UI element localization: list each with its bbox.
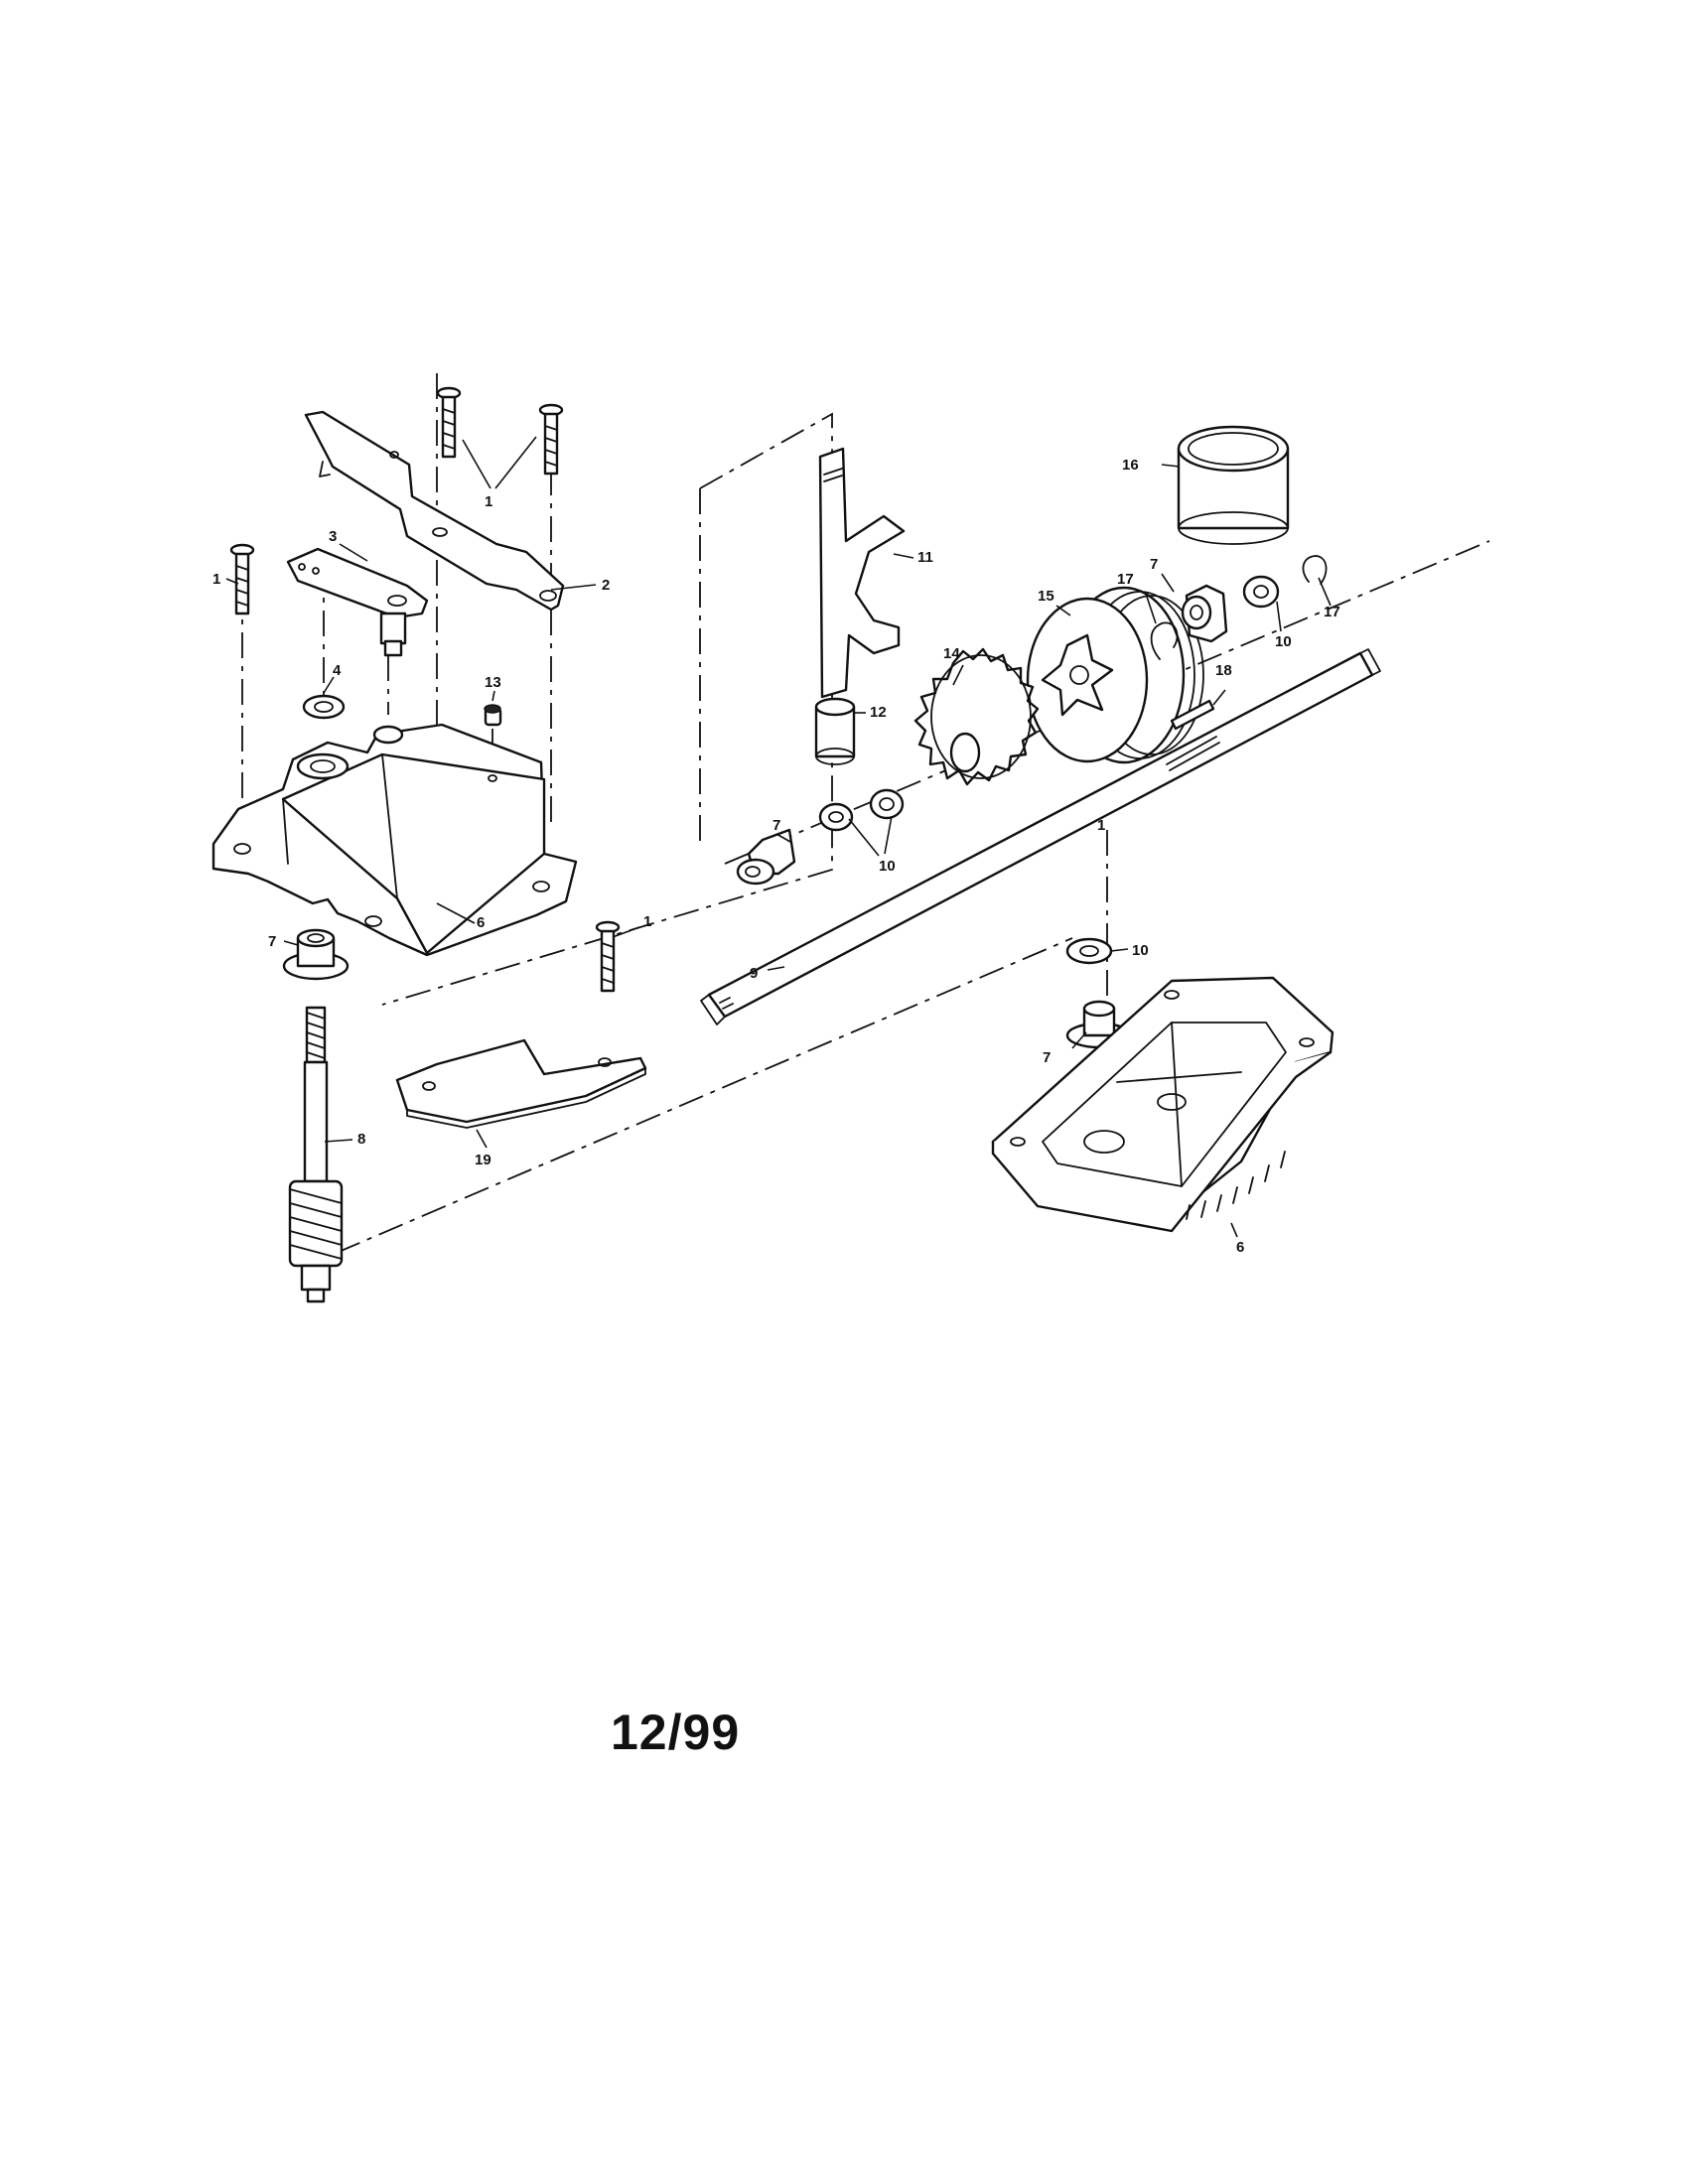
main-shaft-9 xyxy=(700,648,1381,1025)
callout-13: 13 xyxy=(485,674,501,691)
callout-10-right: 10 xyxy=(1275,633,1292,650)
callout-6-lower: 6 xyxy=(1236,1239,1244,1256)
retaining-rings-17 xyxy=(1150,555,1328,660)
callout-17-right: 17 xyxy=(1324,604,1340,620)
callout-17-left: 17 xyxy=(1117,571,1134,588)
callout-labels: 1 1 1 1 2 3 4 13 6 6 7 7 7 7 8 9 10 10 1… xyxy=(212,457,1340,1256)
screw-lower xyxy=(595,920,621,993)
screw-left xyxy=(229,543,255,615)
callout-11: 11 xyxy=(917,549,933,566)
callout-6-upper: 6 xyxy=(477,914,485,931)
gear-case-lower xyxy=(991,976,1334,1233)
callout-1-left: 1 xyxy=(212,571,220,588)
gear-14 xyxy=(913,647,1040,786)
plug-13 xyxy=(484,704,502,727)
callout-10-lower: 10 xyxy=(1132,942,1149,959)
clutch-15 xyxy=(1026,586,1204,764)
leader-lines xyxy=(225,436,1332,1238)
bushings-7 xyxy=(736,584,1228,1049)
spacer-12 xyxy=(814,697,856,765)
callout-16: 16 xyxy=(1122,457,1139,474)
callout-8: 8 xyxy=(357,1131,365,1148)
callout-19: 19 xyxy=(475,1152,491,1168)
callout-7-shaft: 7 xyxy=(772,817,780,834)
washers-10 xyxy=(818,575,1280,965)
callout-1-top: 1 xyxy=(485,493,492,510)
bushing-7-left xyxy=(282,928,350,981)
callout-7-left: 7 xyxy=(268,933,276,950)
callout-1-shaft: 1 xyxy=(1097,817,1105,834)
callout-14: 14 xyxy=(943,645,960,662)
callout-3: 3 xyxy=(329,528,337,545)
shift-lever xyxy=(286,547,429,657)
shift-fork xyxy=(818,447,906,699)
callout-7-right: 7 xyxy=(1150,556,1158,573)
callout-15: 15 xyxy=(1038,588,1054,605)
screw-top-a xyxy=(436,386,462,459)
date-stamp: 12/99 xyxy=(611,1705,741,1760)
bearing-cup-16 xyxy=(1177,425,1290,545)
screw-top-b xyxy=(538,403,564,476)
key-18 xyxy=(1170,699,1215,731)
callout-1-lower: 1 xyxy=(643,913,651,930)
callout-7-lower: 7 xyxy=(1043,1049,1051,1066)
callout-10-shaft: 10 xyxy=(879,858,896,875)
callout-2: 2 xyxy=(602,577,610,594)
callout-12: 12 xyxy=(870,704,887,721)
washer-4 xyxy=(302,694,346,720)
gear-case-upper xyxy=(211,723,578,957)
callout-9: 9 xyxy=(750,965,758,982)
screws xyxy=(229,386,621,993)
callout-4: 4 xyxy=(333,662,342,679)
plate-19 xyxy=(395,1038,647,1129)
callout-18: 18 xyxy=(1215,662,1232,679)
worm-shaft xyxy=(288,1006,344,1303)
top-bracket xyxy=(304,410,565,612)
